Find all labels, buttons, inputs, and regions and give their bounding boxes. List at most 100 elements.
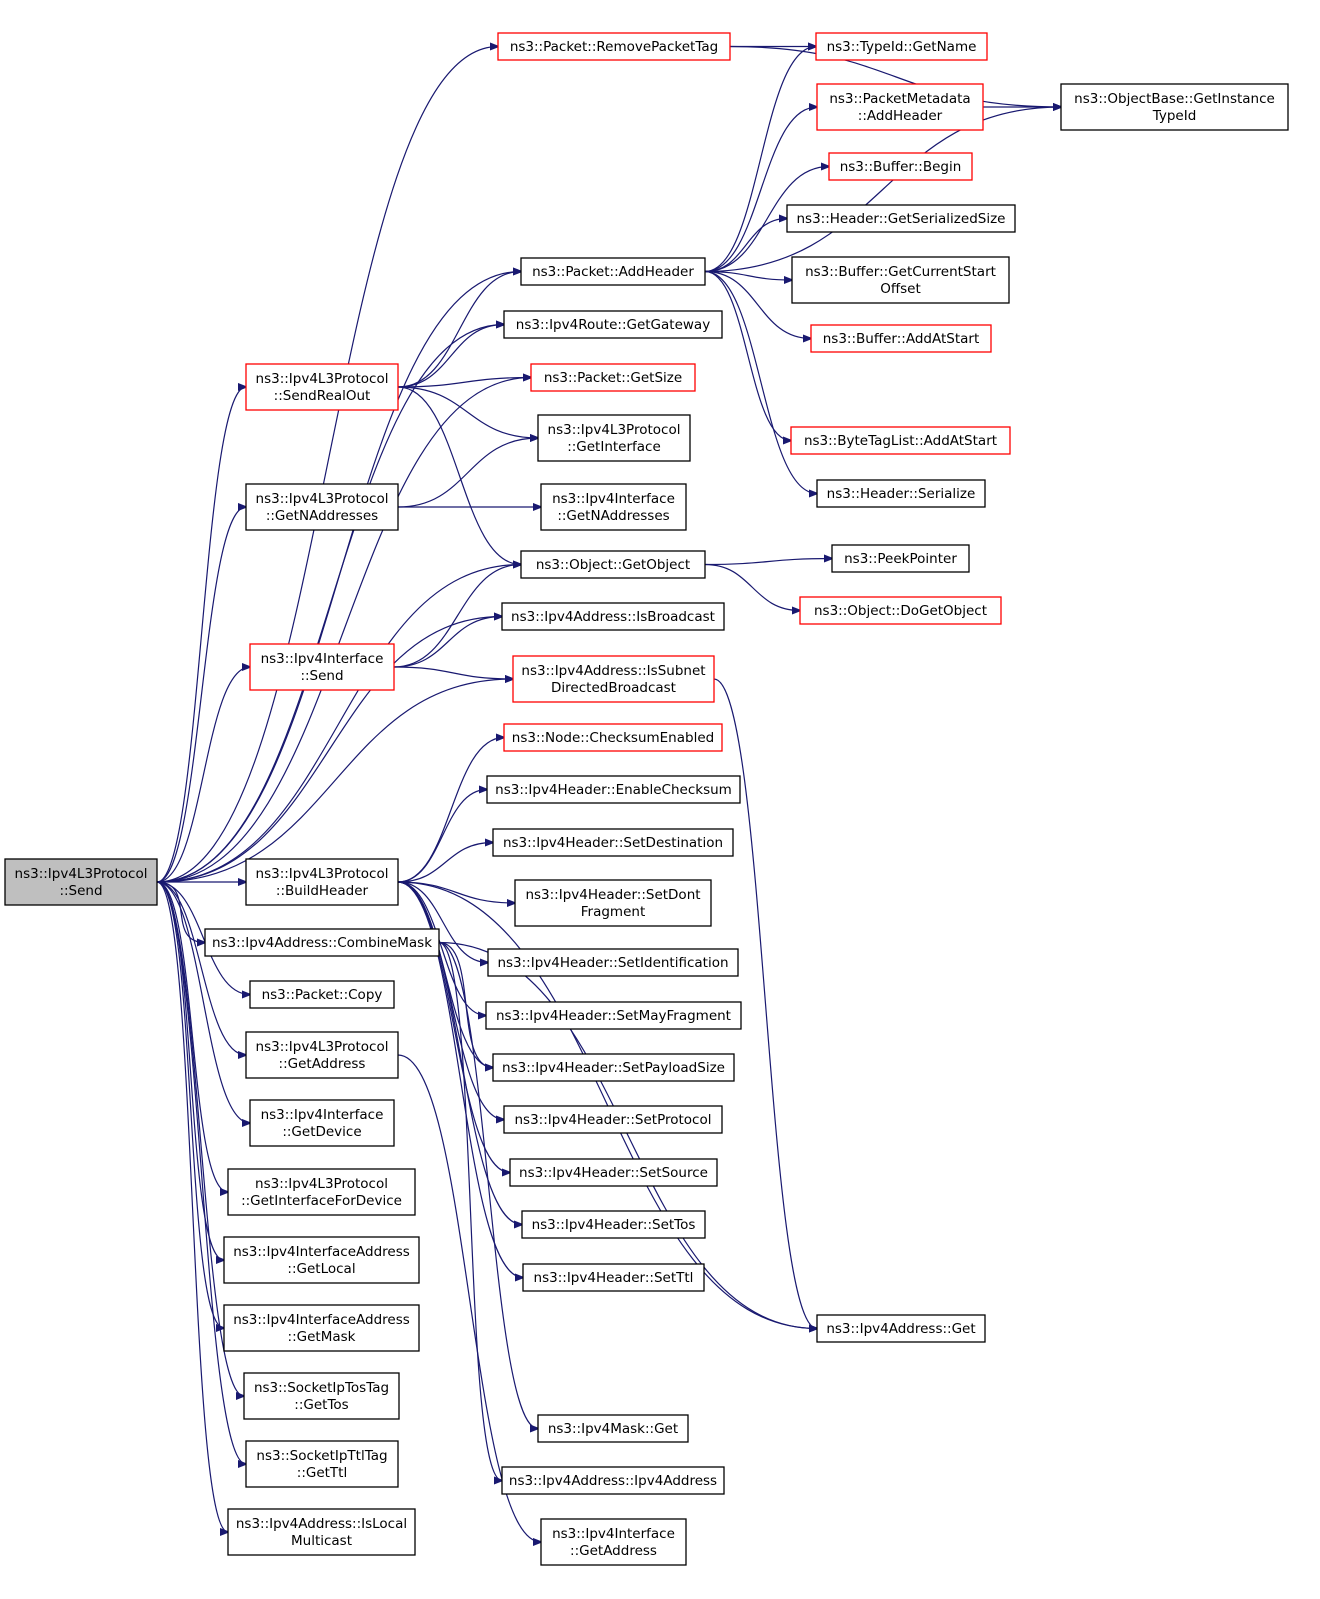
node-hdr-set-may-fragment[interactable]: ns3::Ipv4Header::SetMayFragment xyxy=(485,1001,742,1030)
node-label: ::GetAddress xyxy=(570,1543,657,1559)
node-l3-get-interface[interactable]: ns3::Ipv4L3Protocol::GetInterface xyxy=(537,414,691,462)
node-label: ns3::ObjectBase::GetInstance xyxy=(1074,91,1275,107)
node-label: Multicast xyxy=(291,1533,352,1549)
node-packet-add-header[interactable]: ns3::Packet::AddHeader xyxy=(520,257,706,286)
node-hdr-enable-checksum[interactable]: ns3::Ipv4Header::EnableChecksum xyxy=(486,775,741,804)
node-label: ::GetInterfaceForDevice xyxy=(241,1193,402,1209)
node-hdr-set-payload-size[interactable]: ns3::Ipv4Header::SetPayloadSize xyxy=(492,1053,735,1082)
node-ttl-tag-get-ttl[interactable]: ns3::SocketIpTtlTag::GetTtl xyxy=(245,1440,399,1488)
node-hdr-set-protocol[interactable]: ns3::Ipv4Header::SetProtocol xyxy=(503,1105,723,1134)
node-l3-get-address[interactable]: ns3::Ipv4L3Protocol::GetAddress xyxy=(245,1031,399,1079)
node-label: ns3::Buffer::GetCurrentStart xyxy=(805,264,996,280)
node-box xyxy=(810,324,992,353)
node-send-real-out[interactable]: ns3::Ipv4L3Protocol::SendRealOut xyxy=(245,363,399,411)
edge-send-real-out-to-object-get-object xyxy=(397,386,521,565)
node-addr-is-broadcast[interactable]: ns3::Ipv4Address::IsBroadcast xyxy=(501,602,725,631)
node-label: ns3::Node::ChecksumEnabled xyxy=(512,730,714,746)
node-label: DirectedBroadcast xyxy=(551,680,676,696)
node-label: ::GetNAddresses xyxy=(266,508,378,524)
node-buffer-add-at-start[interactable]: ns3::Buffer::AddAtStart xyxy=(810,324,992,353)
node-box xyxy=(227,1508,416,1556)
node-packet-get-size[interactable]: ns3::Packet::GetSize xyxy=(530,363,696,392)
node-hdr-set-ttl[interactable]: ns3::Ipv4Header::SetTtl xyxy=(522,1263,705,1292)
node-label: ::GetTtl xyxy=(297,1465,347,1481)
node-build-header[interactable]: ns3::Ipv4L3Protocol::BuildHeader xyxy=(245,858,399,906)
node-node-checksum-enabled[interactable]: ns3::Node::ChecksumEnabled xyxy=(503,723,723,752)
node-label: ns3::PeekPointer xyxy=(844,551,957,567)
node-object-do-get-object[interactable]: ns3::Object::DoGetObject xyxy=(799,596,1002,625)
node-send[interactable]: ns3::Ipv4L3Protocol::Send xyxy=(4,858,158,906)
node-hdr-set-source[interactable]: ns3::Ipv4Header::SetSource xyxy=(509,1158,718,1187)
node-hdr-set-identification[interactable]: ns3::Ipv4Header::SetIdentification xyxy=(487,948,739,977)
node-buffer-begin[interactable]: ns3::Buffer::Begin xyxy=(828,152,973,181)
node-hdr-set-tos[interactable]: ns3::Ipv4Header::SetTos xyxy=(521,1210,706,1239)
edge-l3-get-address-to-iface-get-address xyxy=(397,1054,541,1542)
edge-send-to-packet-get-size xyxy=(156,378,531,883)
node-label: ns3::Ipv4Interface xyxy=(552,1526,675,1542)
node-label: Offset xyxy=(880,281,921,297)
node-label: ns3::PacketMetadata xyxy=(829,91,970,107)
node-addr-ctor[interactable]: ns3::Ipv4Address::Ipv4Address xyxy=(501,1466,725,1495)
node-object-get-object[interactable]: ns3::Object::GetObject xyxy=(520,550,706,579)
node-iface-get-address[interactable]: ns3::Ipv4Interface::GetAddress xyxy=(540,1518,687,1566)
node-combine-mask[interactable]: ns3::Ipv4Address::CombineMask xyxy=(204,928,440,957)
node-l3-get-interface-for-device[interactable]: ns3::Ipv4L3Protocol::GetInterfaceForDevi… xyxy=(227,1168,416,1216)
node-label: ns3::Ipv4Header::SetDont xyxy=(525,887,700,903)
node-label: ns3::Ipv4Address::Ipv4Address xyxy=(509,1473,717,1489)
node-iface-get-device[interactable]: ns3::Ipv4Interface::GetDevice xyxy=(249,1099,395,1147)
node-box xyxy=(521,1210,706,1239)
node-hdr-set-destination[interactable]: ns3::Ipv4Header::SetDestination xyxy=(492,828,734,857)
node-label: ns3::Ipv4Header::SetDestination xyxy=(503,835,723,851)
edge-send-real-out-to-l3-get-interface xyxy=(397,386,538,438)
node-box xyxy=(497,32,731,61)
node-iface-send[interactable]: ns3::Ipv4Interface::Send xyxy=(249,643,395,691)
node-label: ns3::Ipv4Address::IsSubnet xyxy=(521,663,705,679)
node-box xyxy=(509,1158,718,1187)
node-label: ns3::Object::DoGetObject xyxy=(814,603,987,619)
edge-build-header-to-node-checksum-enabled xyxy=(397,738,504,883)
node-addr-is-subnet-directed-broadcast[interactable]: ns3::Ipv4Address::IsSubnetDirectedBroadc… xyxy=(512,655,715,703)
node-box xyxy=(530,363,696,392)
node-label: ns3::Ipv4Header::SetTtl xyxy=(534,1270,694,1286)
node-label: ns3::Packet::AddHeader xyxy=(532,264,694,280)
node-if-addr-get-local[interactable]: ns3::Ipv4InterfaceAddress::GetLocal xyxy=(223,1236,420,1284)
node-route-get-gateway[interactable]: ns3::Ipv4Route::GetGateway xyxy=(503,310,723,339)
node-header-get-serialized-size[interactable]: ns3::Header::GetSerializedSize xyxy=(786,204,1016,233)
node-box xyxy=(537,1414,689,1443)
node-box xyxy=(522,1263,705,1292)
node-label: ns3::TypeId::GetName xyxy=(827,39,977,55)
node-packet-copy[interactable]: ns3::Packet::Copy xyxy=(249,980,395,1009)
edge-packet-add-header-to-header-serialize xyxy=(704,270,817,494)
node-label: ns3::Ipv4L3Protocol xyxy=(256,491,389,507)
node-label: ns3::Ipv4L3Protocol xyxy=(256,1039,389,1055)
node-iface-get-naddresses[interactable]: ns3::Ipv4Interface::GetNAddresses xyxy=(540,483,687,531)
node-addr-get[interactable]: ns3::Ipv4Address::Get xyxy=(816,1314,986,1343)
node-layer: ns3::Ipv4L3Protocol::Send ns3::Packet::Re… xyxy=(4,32,1289,1566)
node-label: ns3::Header::Serialize xyxy=(827,486,976,502)
node-header-serialize[interactable]: ns3::Header::Serialize xyxy=(816,479,986,508)
node-peek-pointer[interactable]: ns3::PeekPointer xyxy=(831,544,970,573)
node-box xyxy=(1060,83,1289,131)
node-box xyxy=(249,980,395,1009)
edge-send-to-is-local-multicast xyxy=(156,881,228,1532)
node-type-id-get-name[interactable]: ns3::TypeId::GetName xyxy=(815,32,988,61)
node-label: ns3::Ipv4InterfaceAddress xyxy=(233,1244,410,1260)
node-tos-tag-get-tos[interactable]: ns3::SocketIpTosTag::GetTos xyxy=(243,1372,400,1420)
node-l3-get-naddresses[interactable]: ns3::Ipv4L3Protocol::GetNAddresses xyxy=(245,483,399,531)
node-label: ns3::Ipv4L3Protocol xyxy=(15,866,148,882)
edge-build-header-to-hdr-set-tos xyxy=(397,881,522,1225)
node-box xyxy=(245,1440,399,1488)
node-box xyxy=(828,152,973,181)
node-remove-packet-tag[interactable]: ns3::Packet::RemovePacketTag xyxy=(497,32,731,61)
node-byte-tag-list-add-at-start[interactable]: ns3::ByteTagList::AddAtStart xyxy=(790,426,1011,455)
node-box xyxy=(245,858,399,906)
node-mask-get[interactable]: ns3::Ipv4Mask::Get xyxy=(537,1414,689,1443)
edge-send-to-l3-get-address xyxy=(156,881,246,1055)
node-packet-metadata-add-header[interactable]: ns3::PacketMetadata::AddHeader xyxy=(816,83,984,131)
node-box xyxy=(4,858,158,906)
node-if-addr-get-mask[interactable]: ns3::Ipv4InterfaceAddress::GetMask xyxy=(223,1304,420,1352)
